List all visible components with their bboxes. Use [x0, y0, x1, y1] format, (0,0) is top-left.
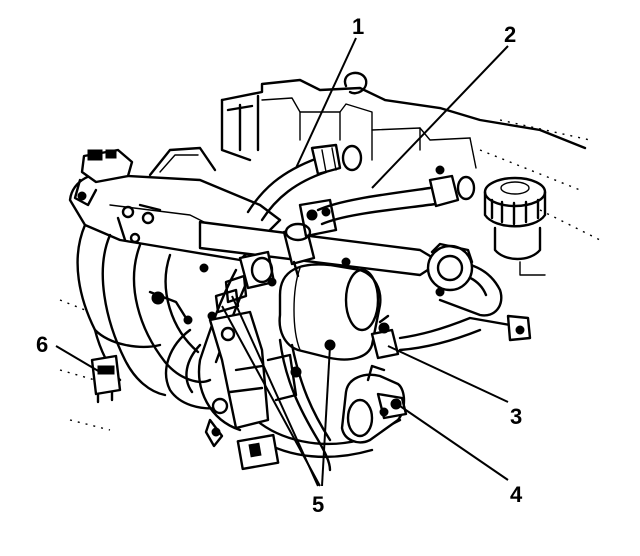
top-left-sensor	[73, 148, 134, 207]
sensor-6	[90, 354, 122, 404]
purge-solenoid	[278, 198, 382, 361]
callout-3: 3	[510, 404, 522, 429]
callout-2: 2	[504, 22, 516, 47]
cylinder-head	[220, 71, 601, 241]
leader-5b	[221, 305, 321, 487]
fuel-rail-pipe	[198, 220, 503, 317]
leader-lines	[55, 37, 509, 487]
callout-4: 4	[510, 482, 523, 507]
fitting-3	[370, 314, 532, 360]
leader-1	[295, 37, 357, 169]
hose-1	[246, 143, 363, 222]
misc-bolts	[148, 257, 351, 351]
leader-3	[387, 345, 509, 403]
leader-2	[371, 45, 509, 189]
leader-5c	[321, 345, 331, 487]
valve-4	[340, 364, 408, 444]
hose-2	[316, 165, 476, 226]
callout-6: 6	[36, 332, 48, 357]
callout-labels: 1 2 3 4 5 6	[36, 14, 523, 517]
vacuum-port	[214, 250, 277, 314]
leader-6	[55, 345, 101, 373]
callout-1: 1	[352, 14, 364, 39]
leader-4	[399, 405, 509, 481]
lower-bracket	[204, 310, 302, 471]
oil-filler-cap	[483, 176, 547, 276]
callout-5: 5	[312, 492, 324, 517]
